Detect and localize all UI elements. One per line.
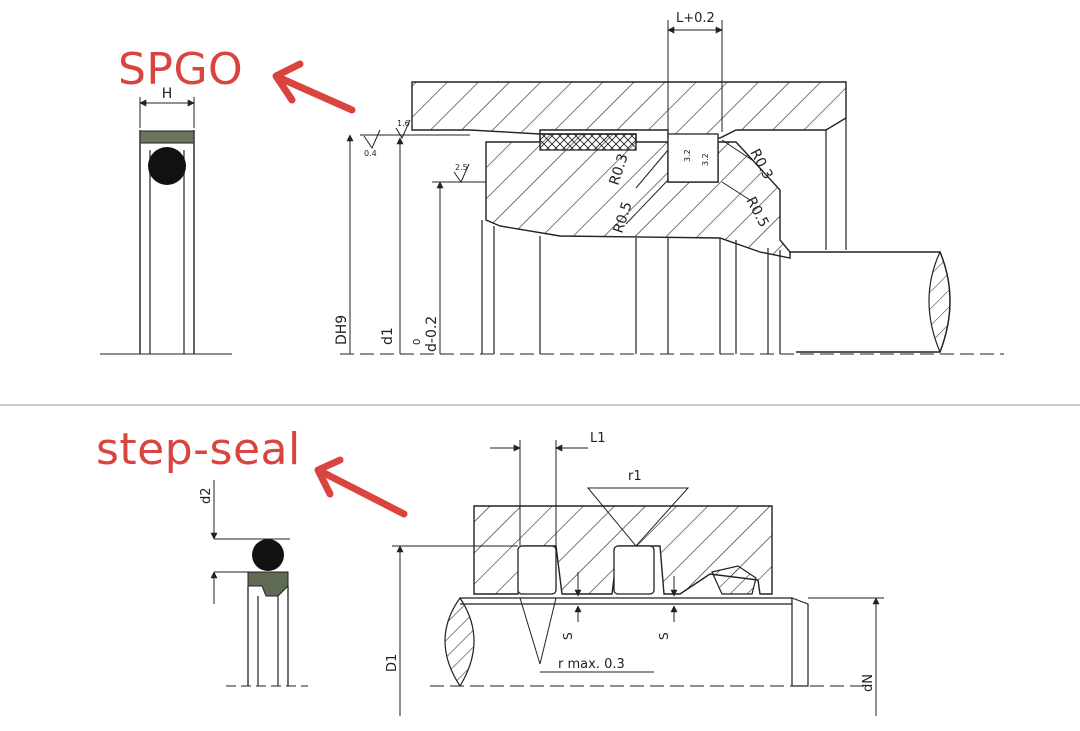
dim-H-label: H [162,86,173,102]
step-seal-o-ring [252,539,284,571]
spgo-title: SPGO [118,44,244,95]
spgo-seal-ring [539,133,637,151]
dim-DH9-label: DH9 [334,315,350,345]
dim-d-upper-label: 0 [412,339,423,345]
dim-rmax-label: r max. 0.3 [558,657,625,672]
dim-S-left-label: S [561,632,575,640]
dim-S-right-label: S [657,632,671,640]
spgo-assembly: L+0.2 DH9 d1 0 d-0.2 0.4 1.6 2.5 3.2 3.2… [334,11,1004,355]
dim-d2-label: d2 [199,487,214,504]
surface-2.5-label: 2.5 [455,163,468,172]
step-seal-title: step-seal [96,424,301,475]
step-seal-assembly: L1 r1 S S r max. 0.3 D1 dN [385,431,884,716]
surface-1.6-label: 1.6 [397,119,410,128]
dim-D1-label: D1 [385,654,400,672]
step-seal-pointer-arrow [314,456,408,518]
spgo-pointer-arrow [272,60,356,114]
surface-3.2a-label: 3.2 [683,149,692,162]
surface-0.4-label: 0.4 [364,149,377,158]
dim-d1-label: d1 [380,327,396,345]
dim-d-lower-label: d-0.2 [424,316,440,352]
dim-dN-label: dN [861,674,876,692]
spgo-seal-profile: H [100,86,232,355]
dim-L1-label: L1 [590,431,606,446]
surface-3.2b-label: 3.2 [701,153,710,166]
step-seal-ring [247,571,289,597]
dim-L-label: L+0.2 [676,11,715,26]
spgo-ring [139,130,195,144]
dim-r1-label: r1 [628,469,642,484]
step-seal-profile: d2 [199,480,308,687]
spgo-o-ring [148,147,186,185]
